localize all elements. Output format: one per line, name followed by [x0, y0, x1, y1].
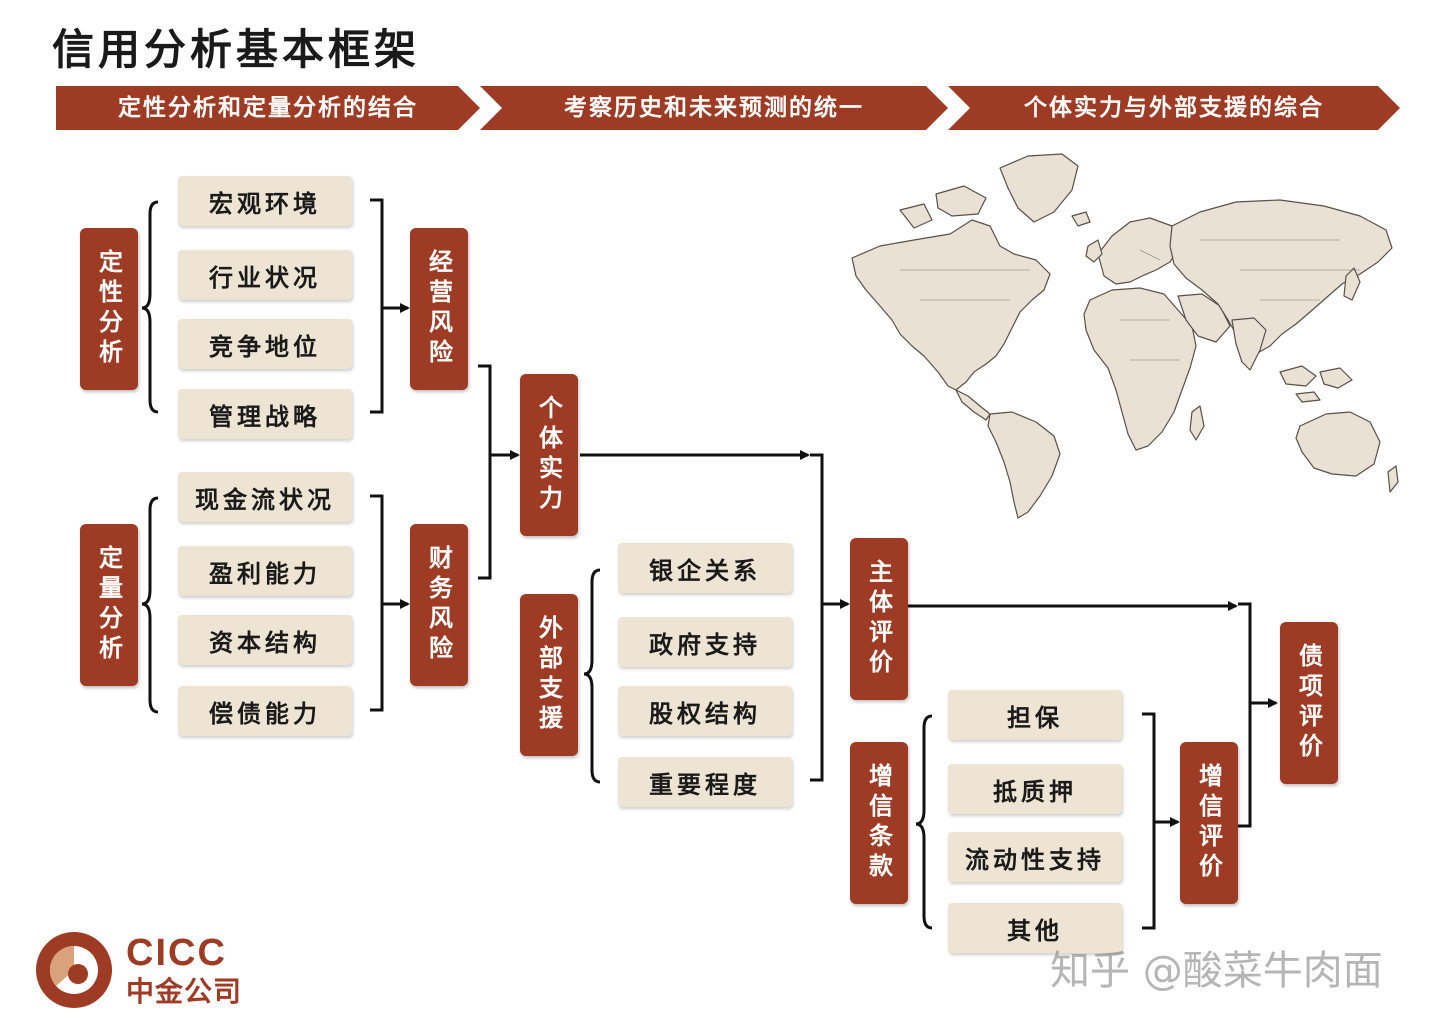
item-competitive-position: 竞争地位 [178, 319, 352, 369]
australia-shape [1295, 411, 1381, 477]
financial-risk-box: 财务风险 [410, 524, 468, 686]
cicc-logo: CICC 中金公司 [34, 930, 274, 1010]
brace-external-support [583, 568, 601, 784]
item-management-strategy: 管理战略 [178, 389, 352, 439]
item-cash-flow: 现金流状况 [178, 472, 352, 522]
item-guarantee: 担保 [948, 690, 1122, 740]
item-macro-environment: 宏观环境 [178, 176, 352, 226]
bond-rating-box: 债项评价 [1280, 622, 1338, 784]
central-america-shape [955, 389, 991, 421]
banner-arrow-shape [56, 86, 480, 130]
item-industry-status: 行业状况 [178, 250, 352, 300]
entity-rating-box: 主体评价 [850, 538, 908, 700]
bracket-to-individual-strength [478, 364, 492, 580]
bracket-to-financial-risk [370, 494, 384, 712]
south-america-shape [987, 411, 1061, 519]
arabia-shape [1177, 293, 1231, 343]
logo-cn-text: 中金公司 [126, 975, 243, 1008]
north-america-shape [851, 219, 1051, 391]
bracket-to-enhancement-rating [1142, 712, 1156, 930]
india-shape [1231, 317, 1267, 371]
brace-qualitative [141, 200, 159, 414]
enhancement-rating-box: 增信评价 [1180, 742, 1238, 904]
banner-qual-quant: 定性分析和定量分析的结合 [56, 86, 480, 130]
item-other: 其他 [948, 903, 1122, 953]
world-map-image [851, 153, 1399, 519]
item-capital-structure: 资本结构 [178, 615, 352, 665]
arctic-islands-shape [935, 185, 987, 217]
page-title: 信用分析基本框架 [52, 25, 421, 74]
banner-label: 定性分析和定量分析的结合 [118, 94, 418, 121]
banner-arrow-shape [480, 86, 948, 130]
item-liquidity-support: 流动性支持 [948, 832, 1122, 882]
brace-credit-enhancement [915, 714, 933, 930]
item-government-support: 政府支持 [618, 617, 792, 667]
item-importance: 重要程度 [618, 757, 792, 807]
logo-en-text: CICC [126, 932, 227, 974]
item-profitability: 盈利能力 [178, 546, 352, 596]
africa-shape [1083, 287, 1197, 451]
europe-shape [1097, 217, 1181, 285]
individual-strength-box: 个体实力 [520, 374, 578, 536]
banner-label: 考察历史和未来预测的统一 [564, 94, 864, 121]
banner-label: 个体实力与外部支援的综合 [1024, 94, 1324, 121]
bracket-to-entity-rating [810, 453, 824, 782]
qualitative-analysis-box: 定性分析 [80, 228, 138, 390]
credit-enhancement-box: 增信条款 [850, 742, 908, 904]
banner-history-future: 考察历史和未来预测的统一 [480, 86, 948, 130]
item-solvency: 偿债能力 [178, 686, 352, 736]
watermark-text: 知乎 @酸菜牛肉面 [1050, 948, 1383, 994]
business-risk-box: 经营风险 [410, 228, 468, 390]
cicc-logo-icon [36, 932, 112, 1008]
item-collateral: 抵质押 [948, 764, 1122, 814]
item-equity-structure: 股权结构 [618, 686, 792, 736]
bracket-to-bond-rating [1238, 602, 1252, 828]
quantitative-analysis-box: 定量分析 [80, 524, 138, 686]
banner-individual-external: 个体实力与外部支援的综合 [948, 86, 1400, 130]
external-support-box: 外部支援 [520, 594, 578, 756]
asia-shape [1169, 199, 1393, 355]
greenland-shape [999, 153, 1079, 223]
brace-quantitative [141, 496, 159, 714]
banner-arrow-shape [948, 86, 1400, 130]
item-bank-relations: 银企关系 [618, 543, 792, 593]
bracket-to-business-risk [370, 198, 384, 414]
